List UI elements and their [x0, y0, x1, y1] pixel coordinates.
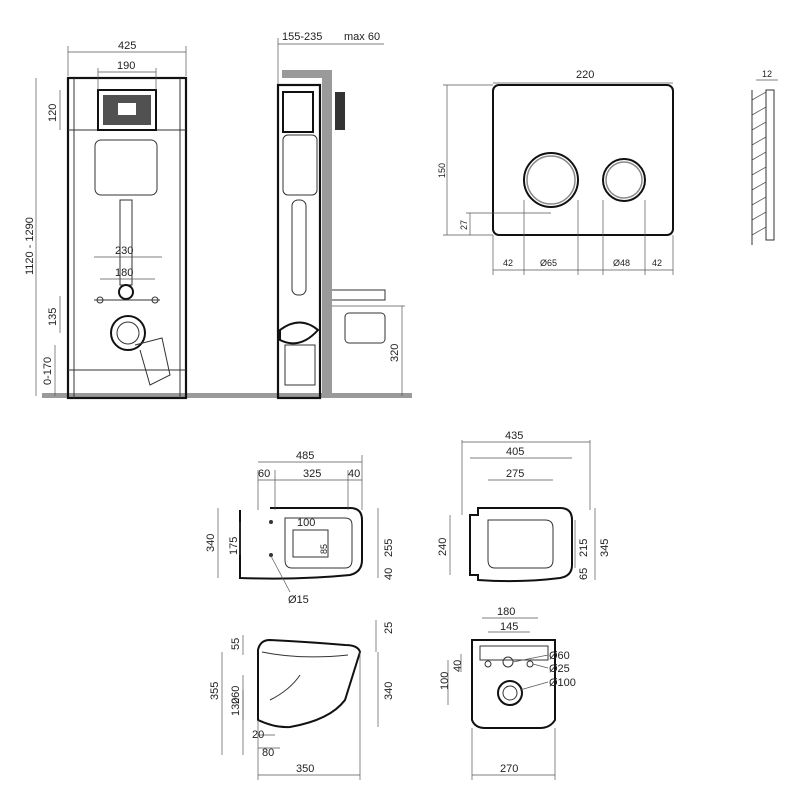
- dim-back-h: 100: [439, 672, 451, 690]
- dim-side-base1: 20: [252, 729, 264, 741]
- dim-side-drain: 320: [389, 344, 401, 362]
- dim-plate-height: 150: [437, 163, 447, 178]
- bowl-back-view: 180 145 40 100 Ø60 Ø25 Ø100 270: [439, 606, 576, 780]
- seat-top-view: 435 405 275 240 345 215 65: [437, 430, 611, 583]
- dim-side-rim: 25: [383, 622, 395, 634]
- dim-seat-inner2: 275: [506, 468, 524, 480]
- dim-side-low: 130: [230, 698, 242, 716]
- dim-side-length: 350: [296, 763, 314, 775]
- flush-plate-front-view: 220 150 27 42 Ø65 Ø48 42: [437, 69, 674, 275]
- dim-seat-length: 435: [505, 430, 523, 442]
- dim-seat-width: 240: [437, 538, 449, 556]
- dim-seat-inner-h: 215: [578, 539, 590, 557]
- dim-plate-thickness: 12: [762, 69, 772, 79]
- dim-side-right: 340: [383, 682, 395, 700]
- dim-bowl-width: 340: [205, 534, 217, 552]
- dim-floor-adjust: 0-170: [42, 357, 54, 385]
- dim-side-total: 355: [209, 682, 221, 700]
- dim-side-mid: 260: [230, 686, 242, 704]
- dim-bolt-spacing: 175: [228, 537, 240, 555]
- dim-stud-inner: 180: [115, 267, 133, 279]
- dim-seat-len: 255: [383, 539, 395, 557]
- installation-side-view: 155-235 max 60 320: [276, 31, 405, 400]
- installation-front-view: 425 190 1120 - 1290 120 230 180 135 0-17…: [24, 40, 412, 400]
- dim-back-d1: Ø60: [549, 650, 570, 662]
- dim-side-top: 55: [230, 638, 242, 650]
- dim-seat-inner-h: 85: [319, 544, 329, 554]
- bowl-side-view: 350 355 260 55 130 20 80 25 340: [209, 620, 395, 780]
- flush-plate-side-view: 12: [751, 69, 778, 245]
- dim-width-total: 425: [118, 40, 136, 52]
- dim-big-button: Ø65: [540, 258, 557, 268]
- dim-drain-height: 135: [47, 308, 59, 326]
- dim-back-d2: Ø25: [549, 663, 570, 675]
- dim-hole-dia: Ø15: [288, 594, 309, 606]
- dim-small-button: Ø48: [613, 258, 630, 268]
- dim-bowl-right: 40: [348, 468, 360, 480]
- dim-panel-height: 120: [47, 104, 59, 122]
- dim-width-panel: 190: [117, 60, 135, 72]
- bowl-top-view: 485 60 325 40 340 175 Ø15 100 85 255 40: [205, 450, 395, 606]
- dim-seat-inner1: 405: [506, 446, 524, 458]
- dim-back-d3: Ø100: [549, 677, 576, 689]
- dim-right-margin: 42: [652, 258, 662, 268]
- dim-left-margin: 42: [503, 258, 513, 268]
- dim-back-inner: 145: [500, 621, 518, 633]
- dim-seat-bottom: 40: [383, 568, 395, 580]
- dim-back-left: 40: [452, 660, 464, 672]
- dim-bowl-length: 485: [296, 450, 314, 462]
- dim-seat-height: 345: [599, 539, 611, 557]
- dim-button-offset: 27: [459, 220, 469, 230]
- dim-wall-max: max 60: [344, 31, 380, 43]
- dim-back-width: 270: [500, 763, 518, 775]
- dim-bowl-left: 60: [258, 468, 270, 480]
- dim-seat-inner: 100: [297, 517, 315, 529]
- dim-side-base2: 80: [262, 747, 274, 759]
- dim-plate-width: 220: [576, 69, 594, 81]
- dim-depth-range: 155-235: [282, 31, 322, 43]
- dim-stud-outer: 230: [115, 245, 133, 257]
- dim-height-range: 1120 - 1290: [24, 217, 36, 275]
- dim-back-outer: 180: [497, 606, 515, 618]
- dim-bowl-mid: 325: [303, 468, 321, 480]
- dim-seat-bottom: 65: [578, 568, 590, 580]
